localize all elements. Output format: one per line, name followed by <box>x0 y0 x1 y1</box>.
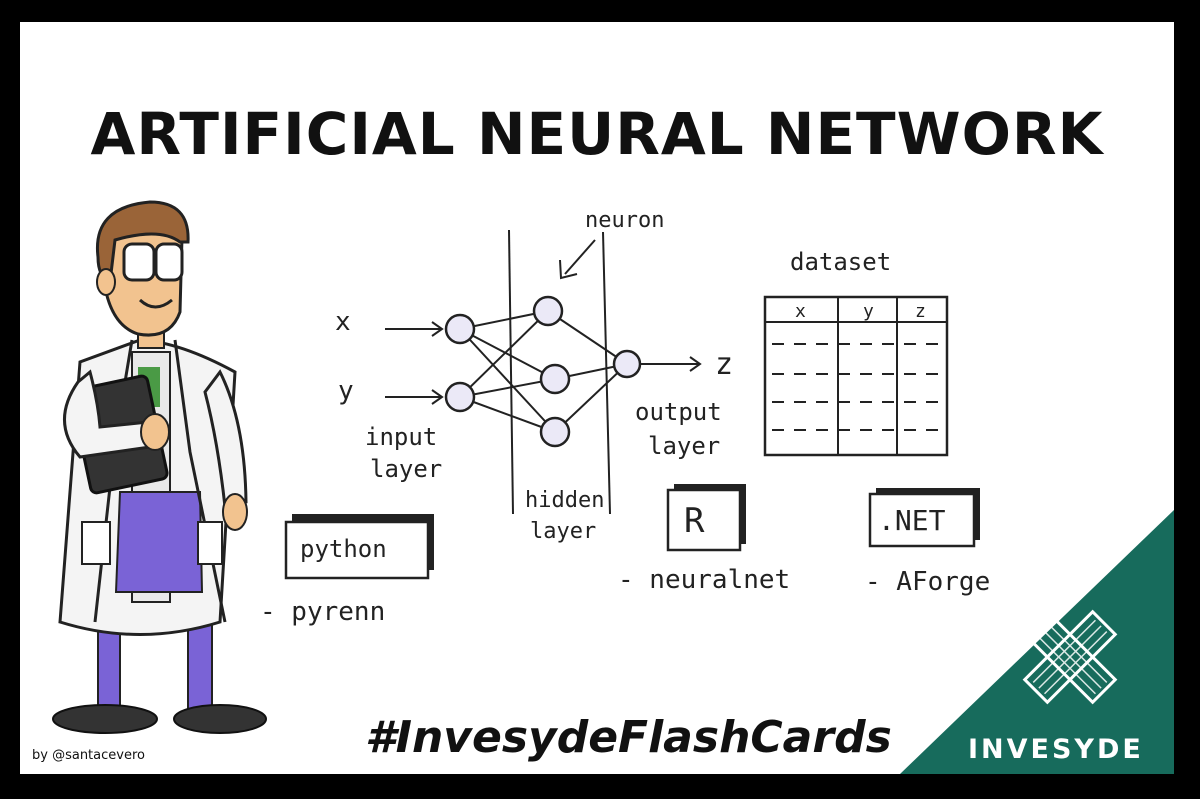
python-box: python <box>284 514 434 580</box>
input-node-y <box>444 381 476 413</box>
input-label-y: y <box>338 376 354 406</box>
hidden-layer-label-2: layer <box>530 519 596 544</box>
neural-network-diagram: x y z neuron input layer hidden layer ou… <box>335 208 733 544</box>
brand-corner <box>900 510 1174 774</box>
neuralnet-label: - neuralnet <box>618 565 790 595</box>
pyrenn-label: - pyrenn <box>260 597 385 627</box>
input-layer-label-2: layer <box>370 455 442 483</box>
python-box-label: python <box>300 535 387 563</box>
r-box: R <box>666 484 746 552</box>
input-layer-label-1: input <box>365 423 437 451</box>
dataset-title: dataset <box>790 248 891 276</box>
hashtag: #InvesydeFlashCards <box>365 712 892 763</box>
input-node-x <box>444 313 476 345</box>
dotnet-box-label: .NET <box>878 504 946 537</box>
neuron-label: neuron <box>585 208 664 233</box>
r-box-label: R <box>684 501 705 541</box>
dataset-table: dataset x y z <box>763 248 949 457</box>
input-label-x: x <box>335 307 351 337</box>
output-node <box>612 349 642 379</box>
scientist-illustration <box>52 200 267 734</box>
aforge-label: - AForge <box>865 567 990 597</box>
output-layer-label-2: layer <box>648 432 720 460</box>
dataset-col-y: y <box>863 301 874 322</box>
invesyde-logo-icon <box>1022 609 1118 705</box>
dataset-col-z: z <box>915 301 926 322</box>
hidden-layer-label-1: hidden <box>525 488 604 513</box>
brand-name: INVESYDE <box>968 734 1144 765</box>
hidden-node-1 <box>532 295 564 327</box>
output-layer-label-1: output <box>635 398 722 426</box>
output-label-z: z <box>715 347 733 382</box>
flash-card: ARTIFICIAL NEURAL NETWORK <box>20 22 1174 774</box>
dotnet-box: .NET <box>868 488 980 548</box>
dataset-col-x: x <box>795 301 806 322</box>
byline: by @santacevero <box>32 748 145 763</box>
hidden-node-3 <box>539 416 571 448</box>
library-boxes: python - pyrenn R - neuralnet .NET - AFo… <box>260 484 990 627</box>
hidden-node-2 <box>539 363 571 395</box>
network-nodes <box>444 295 642 448</box>
page-title: ARTIFICIAL NEURAL NETWORK <box>90 100 1104 168</box>
